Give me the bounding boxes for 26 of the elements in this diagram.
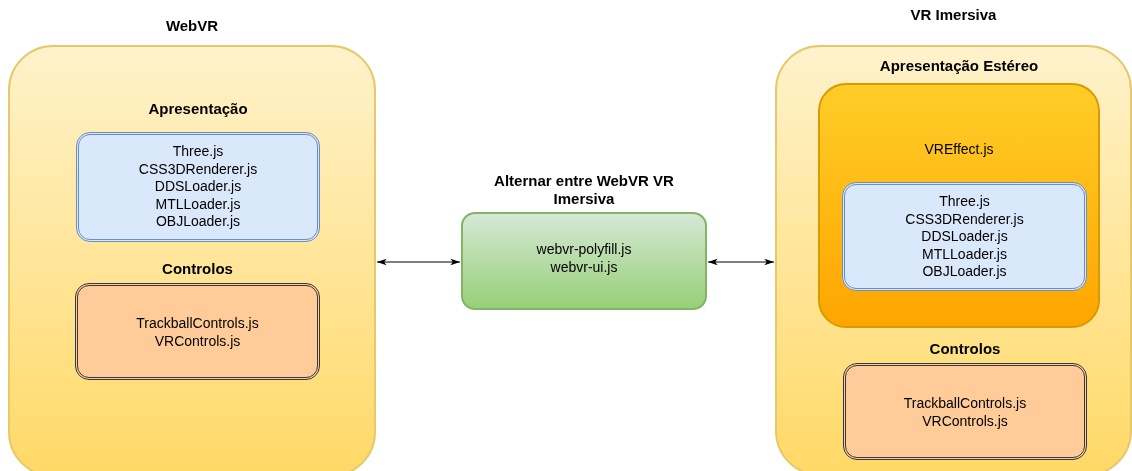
section-heading: Alternar entre WebVR VR Imersiva [493, 172, 675, 208]
file-name: CSS3DRenderer.js [138, 160, 258, 178]
file-name: OBJLoader.js [155, 213, 241, 231]
file-name: VRControls.js [922, 412, 1008, 430]
file-name: MTLLoader.js [155, 195, 241, 213]
section-heading: Apresentação [147, 100, 249, 118]
file-name: MTLLoader.js [922, 245, 1007, 263]
title: VR Imersiva [909, 6, 998, 24]
section-heading: Apresentação Estéreo [878, 57, 1040, 75]
section-heading: Controlos [928, 340, 1002, 358]
file-name: webvr-ui.js [550, 258, 618, 276]
file-name: DDSLoader.js [154, 178, 242, 196]
section-heading: Controlos [161, 260, 234, 278]
file-name: webvr-polyfill.js [536, 241, 632, 259]
title: WebVR [164, 17, 220, 35]
file-name: VRControls.js [154, 332, 241, 350]
file-name: TrackballControls.js [136, 315, 259, 333]
file-name: OBJLoader.js [922, 263, 1007, 281]
file-name: DDSLoader.js [921, 228, 1008, 246]
file-name: Three.js [939, 193, 990, 211]
file-name: VREffect.js [924, 141, 994, 159]
double-arrow [707, 258, 775, 266]
double-arrow [376, 258, 461, 266]
file-name: CSS3DRenderer.js [905, 210, 1024, 228]
file-name: TrackballControls.js [903, 395, 1027, 413]
file-name: Three.js [172, 143, 224, 161]
